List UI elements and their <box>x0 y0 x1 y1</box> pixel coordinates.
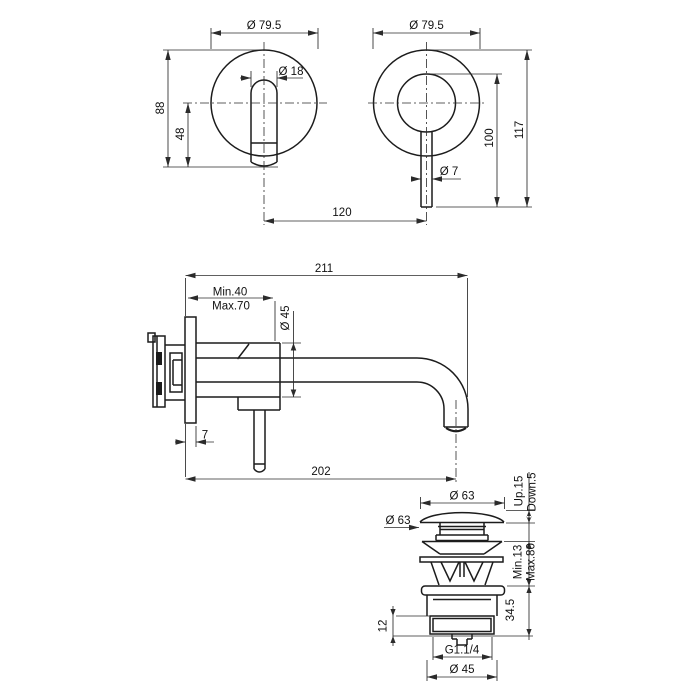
spout-body-outline <box>196 342 469 473</box>
dim-thread-size: G1.1/4 <box>445 645 480 657</box>
drain-skirt-outline <box>419 540 504 563</box>
dim-plate-diameter-2: Ø 79.5 <box>409 20 444 32</box>
dim-cap-diameter-side: Ø 63 <box>386 515 411 527</box>
wall-plate-outline <box>184 316 197 424</box>
aerator-arc <box>445 427 467 433</box>
drain-cap-outline <box>419 511 505 542</box>
dim-handle-drop: 48 <box>175 128 187 141</box>
side-extension-lines <box>185 278 468 477</box>
dim-wall-depth-min: Min.40 <box>213 287 248 299</box>
drain-flange-outline <box>420 585 506 596</box>
dim-thread-length: 12 <box>378 620 390 633</box>
drain-clicker-mechanism <box>430 561 494 586</box>
dim-spout-projection: 202 <box>311 466 330 478</box>
dim-plate-thickness: 7 <box>202 430 208 442</box>
dim-lower-height: 34.5 <box>505 599 517 621</box>
dim-clamp-max: Max.80 <box>526 543 538 581</box>
spout-centerlines <box>368 42 486 225</box>
handle-front-view: Ø 79.5 Ø 18 88 48 <box>155 20 327 225</box>
spout-extension-lines <box>372 28 532 208</box>
dim-centers-distance: 120 <box>332 207 351 219</box>
dim-overall-height: 88 <box>155 102 167 115</box>
dim-travel-down: Down.5 <box>527 473 539 512</box>
valve-marking-top <box>156 352 162 365</box>
dim-plate-diameter: Ø 79.5 <box>247 20 282 32</box>
dim-body-diameter: Ø 45 <box>280 306 292 331</box>
spout-front-view: Ø 79.5 Ø 7 100 117 120 <box>264 20 532 225</box>
dim-tail-diameter: Ø 45 <box>450 664 475 676</box>
drain-view: Ø 63 Ø 63 Up.15 Down.5 Min.13 Max.80 34.… <box>378 472 539 681</box>
drain-dim-arrows <box>390 510 532 643</box>
dim-overall-projection: 211 <box>315 263 333 275</box>
dim-travel-up: Up.15 <box>514 476 526 507</box>
side-view: 211 Min.40 Max.70 Ø 45 202 7 <box>147 263 469 483</box>
drain-body-outline <box>426 595 498 646</box>
dim-wall-depth-max: Max.70 <box>212 301 250 313</box>
valve-marking-bottom <box>156 382 162 395</box>
dim-stem-diameter: Ø 7 <box>440 166 459 178</box>
rough-in-valve-outline <box>147 332 185 408</box>
dim-clamp-min: Min.13 <box>513 545 525 580</box>
dim-overall-height-2: 117 <box>514 121 526 139</box>
dim-handle-diameter: Ø 18 <box>279 66 304 78</box>
handle-centerlines <box>183 42 327 225</box>
dim-cap-diameter: Ø 63 <box>450 491 475 503</box>
dim-stem-height: 100 <box>484 128 496 147</box>
